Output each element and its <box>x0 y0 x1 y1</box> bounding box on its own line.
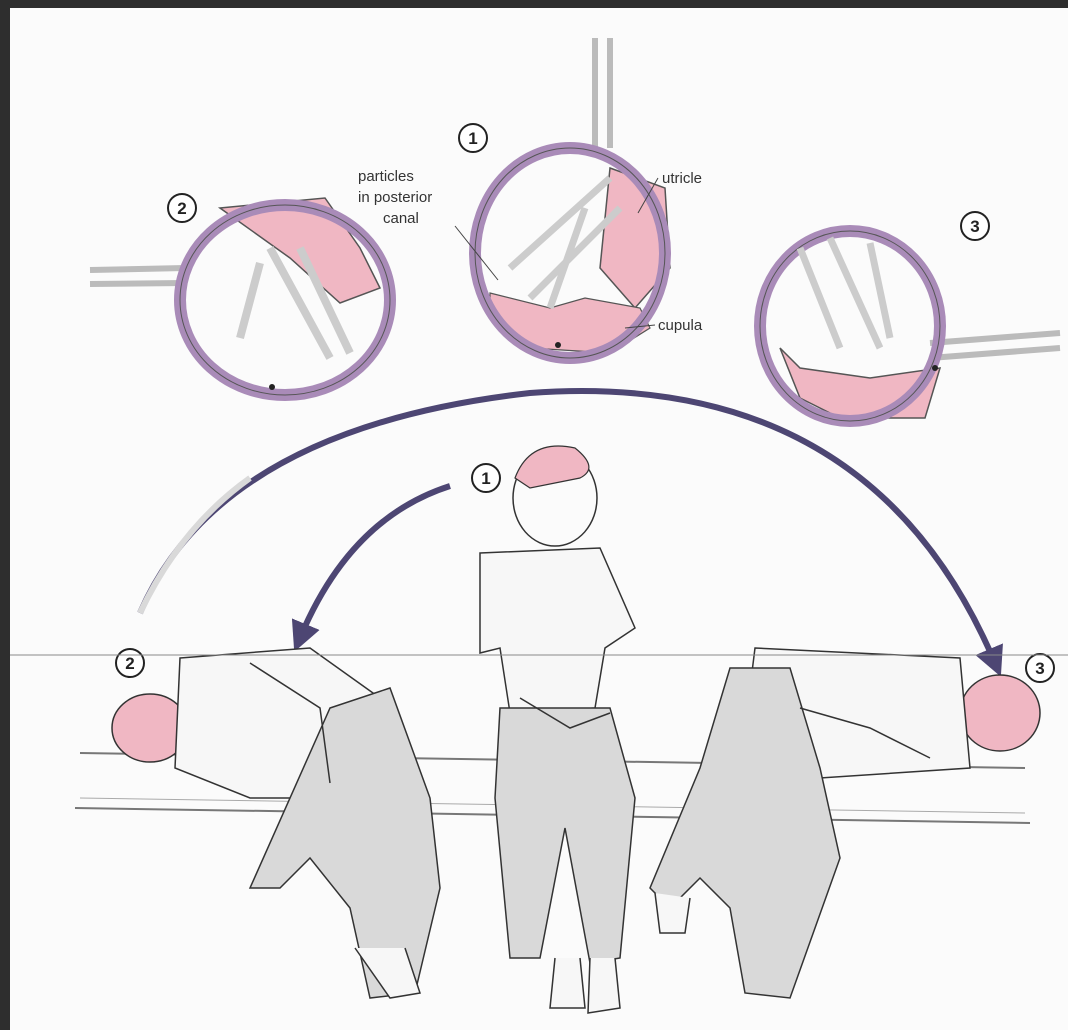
canal-diagram-1 <box>455 38 670 358</box>
label-particles-line2: in posterior <box>358 189 432 206</box>
label-cupula: cupula <box>658 317 703 334</box>
patient-position-2 <box>112 648 440 998</box>
svg-text:2: 2 <box>125 654 134 673</box>
step-circle-patient-1: 1 <box>472 464 500 492</box>
svg-text:2: 2 <box>177 199 186 218</box>
canal-diagram-3 <box>760 231 1060 421</box>
step-circle-patient-3: 3 <box>1026 654 1054 682</box>
step-circle-canal-1: 1 <box>459 124 487 152</box>
svg-text:1: 1 <box>468 129 477 148</box>
diagram-canvas: particles in posterior canal utricle cup… <box>10 8 1068 1030</box>
label-utricle: utricle <box>662 170 702 187</box>
step-circle-canal-3: 3 <box>961 212 989 240</box>
small-arc-arrow <box>300 486 450 638</box>
patient-position-1 <box>480 446 635 1013</box>
svg-text:1: 1 <box>481 469 490 488</box>
step-circle-canal-2: 2 <box>168 194 196 222</box>
label-particles-line3: canal <box>383 210 419 227</box>
svg-text:3: 3 <box>970 217 979 236</box>
step-circle-patient-2: 2 <box>116 649 144 677</box>
canal-diagram-2 <box>90 198 390 395</box>
label-particles-line1: particles <box>358 168 414 185</box>
svg-text:3: 3 <box>1035 659 1044 678</box>
diagram-frame: particles in posterior canal utricle cup… <box>10 8 1068 1030</box>
